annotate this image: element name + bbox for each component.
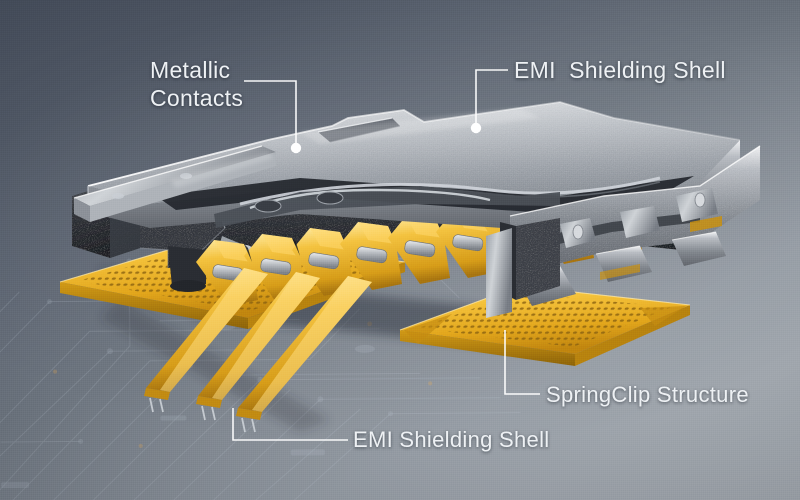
- label-springclip-structure: SpringClip Structure: [546, 382, 749, 407]
- gold-pcb-right: [399, 285, 691, 366]
- inner-spring-plate: [214, 186, 560, 228]
- label-emi-shielding-shell-top: EMI Shielding Shell: [514, 57, 726, 83]
- label-metallic-contacts: Metallic Contacts: [150, 57, 244, 112]
- label-emi-shielding-shell-bottom: EMI Shielding Shell: [353, 427, 550, 452]
- long-gold-leads: [144, 268, 372, 433]
- springclip-structure: [486, 145, 761, 318]
